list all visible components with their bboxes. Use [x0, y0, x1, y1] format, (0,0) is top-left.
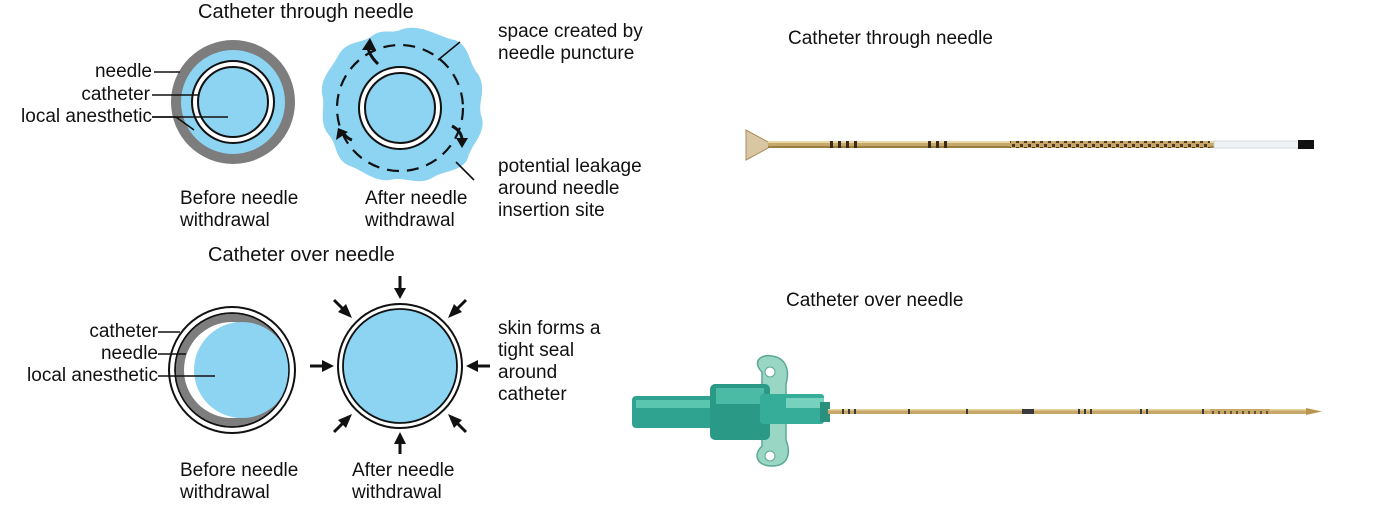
over-label-catheter: catheter	[89, 321, 158, 342]
space-annotation-2: needle puncture	[498, 43, 635, 64]
photo-through-needle	[745, 129, 1314, 161]
leak-annotation-3: insertion site	[498, 200, 605, 221]
through-before-leaders	[152, 71, 228, 131]
photo-over-title: Catheter over needle	[786, 290, 964, 311]
seal-annotation-4: catheter	[498, 384, 567, 405]
over-before-caption-1: Before needle	[180, 460, 299, 481]
through-after-leaders	[437, 41, 475, 181]
photo-over-needle	[632, 354, 1322, 467]
over-after-caption-2: withdrawal	[352, 482, 442, 503]
space-annotation-1: space created by	[498, 21, 643, 42]
leak-annotation-2: around needle	[498, 178, 620, 199]
over-label-needle: needle	[100, 343, 158, 364]
over-before-caption-2: withdrawal	[180, 482, 270, 503]
through-label-local-anesthetic: local anesthetic	[21, 106, 152, 127]
through-after-blob	[321, 27, 483, 182]
through-label-needle: needle	[94, 61, 152, 82]
through-after-caption-1: After needle	[365, 188, 468, 209]
through-heading: Catheter through needle	[198, 1, 414, 23]
through-before-caption-1: Before needle	[180, 188, 299, 209]
through-before-caption-2: withdrawal	[180, 210, 270, 231]
seal-annotation-1: skin forms a	[498, 318, 601, 339]
through-before-circle	[171, 40, 295, 164]
over-before-leaders	[158, 331, 215, 377]
leak-annotation-1: potential leakage	[498, 156, 642, 177]
over-after-arrows	[310, 276, 490, 454]
seal-annotation-2: tight seal	[498, 340, 575, 361]
over-after-caption-1: After needle	[352, 460, 455, 481]
seal-annotation-3: around	[498, 362, 558, 383]
through-after-caption-2: withdrawal	[365, 210, 455, 231]
photo-through-title: Catheter through needle	[788, 28, 993, 49]
over-heading: Catheter over needle	[208, 244, 395, 266]
over-label-local-anesthetic: local anesthetic	[27, 365, 158, 386]
over-before-circle	[168, 306, 296, 434]
through-label-catheter: catheter	[81, 84, 150, 105]
over-after-circle	[337, 303, 463, 429]
